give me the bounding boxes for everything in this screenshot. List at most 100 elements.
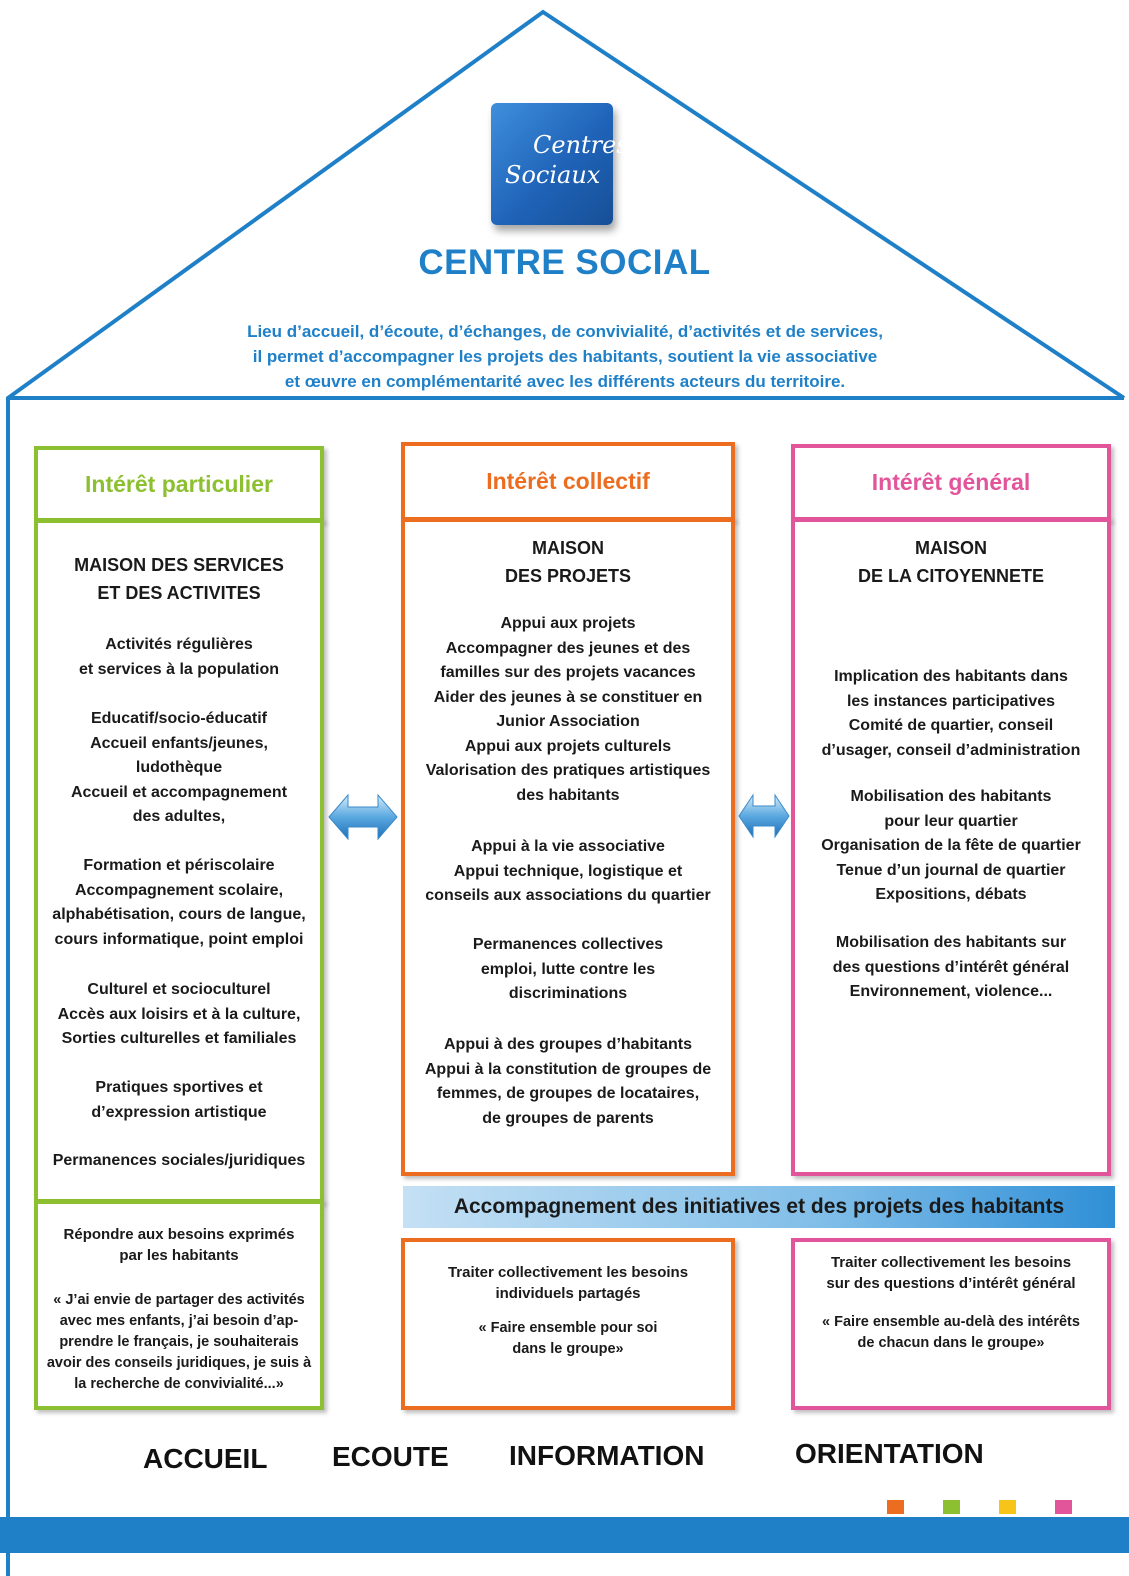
text-line: la recherche de convivialité...» — [74, 1376, 284, 1392]
text-line: Implication des habitants dans — [834, 668, 1068, 685]
text-line: Expositions, débats — [875, 886, 1027, 903]
text-line: Accès aux loisirs et à la culture, — [57, 1005, 301, 1023]
text-line: avoir des conseils juridiques, je suis à — [46, 1355, 312, 1371]
text-line: avec mes enfants, j’ai besoin d’ap- — [59, 1313, 299, 1329]
text-line: Traiter collectivement les besoins — [447, 1264, 689, 1281]
text-line: « Faire ensemble au-delà des intérêts — [822, 1314, 1080, 1330]
column-maison-citoyennete: MAISON DE LA CITOYENNETE Implication des… — [791, 518, 1111, 1176]
text-line: les instances participatives — [846, 692, 1056, 710]
text-line: ludothèque — [135, 759, 223, 776]
double-arrow-icon — [738, 793, 790, 839]
text-line: Appui à la vie associative — [471, 838, 665, 855]
text-line: par les habitants — [119, 1247, 239, 1264]
text-line: Accompagnement scolaire, — [74, 881, 284, 899]
column-title-line: DE LA CITOYENNETE — [857, 566, 1045, 586]
text-line: Aider des jeunes à se constituer en — [433, 688, 703, 706]
text-line: familles sur des projets vacances — [440, 664, 696, 681]
text-line: Pratiques sportives et — [95, 1079, 263, 1096]
text-line: Permanences collectives — [472, 936, 664, 953]
paragraph: Appui à la vie associative Appui techniq… — [405, 835, 731, 909]
logo-text-line1: Centres — [533, 131, 629, 159]
text-line: des adultes, — [132, 808, 226, 825]
text-line: prendre le français, je souhaiterais — [59, 1334, 299, 1350]
footer-bar — [0, 1517, 1129, 1553]
column-title-line: ET DES ACTIVITES — [97, 583, 261, 603]
quote: « Faire ensemble pour soi dans le groupe… — [405, 1318, 731, 1360]
text-line: Accueil enfants/jeunes, — [90, 734, 268, 752]
text-line: d’expression artistique — [91, 1103, 267, 1121]
band-label: Accompagnement des initiatives et des pr… — [453, 1195, 1065, 1218]
heading-interet-particulier: Intérêt particulier — [34, 446, 324, 522]
text-line: Traiter collectivement les besoins — [830, 1254, 1072, 1271]
text-line: de chacun dans le groupe» — [857, 1335, 1045, 1351]
paragraph: Mobilisation des habitants sur des quest… — [795, 931, 1107, 1005]
text-line: Valorisation des pratiques artistiques — [425, 762, 711, 779]
text-line: des habitants — [516, 786, 620, 804]
word-orientation: ORIENTATION — [795, 1438, 984, 1469]
bottom-box-general: Traiter collectivement les besoins sur d… — [791, 1238, 1111, 1410]
initiatives-band: Accompagnement des initiatives et des pr… — [403, 1186, 1115, 1228]
text-line: femmes, de groupes de locataires, — [436, 1085, 700, 1102]
paragraph: Mobilisation des habitants pour leur qua… — [795, 785, 1107, 908]
statement: Répondre aux besoins exprimés par les ha… — [38, 1224, 320, 1266]
word-accueil: ACCUEIL — [143, 1443, 268, 1474]
text-line: d’usager, conseil d’administration — [821, 741, 1081, 759]
text-line: Environnement, violence... — [849, 983, 1053, 1000]
centres-sociaux-logo: Centres Sociaux — [491, 103, 629, 225]
page-title: CENTRE SOCIAL — [418, 243, 711, 282]
text-line: Appui aux projets culturels — [464, 737, 672, 755]
text-line: Accueil et accompagnement — [70, 783, 288, 801]
text-line: Organisation de la fête de quartier — [821, 837, 1081, 854]
paragraph: Educatif/socio-éducatif Accueil enfants/… — [38, 707, 320, 830]
quote: « Faire ensemble au-delà des intérêts de… — [795, 1312, 1107, 1354]
text-line: des questions d’intérêt général — [832, 958, 1070, 976]
paragraph: Formation et périscolaire Accompagnement… — [38, 854, 320, 952]
column-title-line: DES PROJETS — [504, 566, 632, 586]
intro-text: Lieu d’accueil, d’écoute, d’échanges, de… — [180, 319, 950, 394]
paragraph: Appui à des groupes d’habitants Appui à … — [405, 1033, 731, 1131]
text-line: Mobilisation des habitants — [850, 788, 1052, 805]
text-line: Sorties culturelles et familiales — [61, 1030, 297, 1047]
text-line: Educatif/socio-éducatif — [90, 710, 268, 727]
paragraph: Pratiques sportives et d’expression arti… — [38, 1076, 320, 1125]
text-line: sur des questions d’intérêt général — [826, 1275, 1076, 1292]
color-square-green — [943, 1500, 960, 1514]
paragraph: Culturel et socioculturel Accès aux lois… — [38, 978, 320, 1052]
heading-label: Intérêt collectif — [486, 468, 650, 494]
text-line: dans le groupe» — [512, 1341, 624, 1357]
text-line: de groupes de parents — [482, 1109, 654, 1127]
text-line: Culturel et socioculturel — [87, 981, 271, 998]
text-line: discriminations — [508, 985, 628, 1002]
word-information: INFORMATION — [509, 1440, 705, 1471]
text-line: Activités régulières — [105, 636, 253, 653]
text-line: « Faire ensemble pour soi — [478, 1320, 658, 1336]
text-line: emploi, lutte contre les — [480, 960, 656, 978]
text-line: Appui à des groupes d’habitants — [443, 1036, 693, 1053]
text-line: et services à la population — [78, 660, 280, 678]
text-line: Appui technique, logistique et — [453, 862, 683, 880]
column-title: MAISON DES SERVICES ET DES ACTIVITES — [38, 551, 320, 607]
paragraph: Implication des habitants dans les insta… — [795, 665, 1107, 763]
heading-label: Intérêt général — [871, 469, 1031, 495]
paragraph: Activités régulières et services à la po… — [38, 633, 320, 682]
column-title: MAISON DES PROJETS — [405, 534, 731, 590]
column-title-line: MAISON — [532, 538, 604, 558]
heading-interet-collectif: Intérêt collectif — [401, 442, 735, 521]
intro-line: Lieu d’accueil, d’écoute, d’échanges, de… — [247, 322, 883, 341]
text-line: Permanences sociales/juridiques — [52, 1152, 306, 1169]
text-line: cours informatique, point emploi — [54, 930, 304, 948]
text-line: Appui aux projets — [500, 615, 636, 632]
text-line: Tenue d’un journal de quartier — [836, 861, 1066, 879]
heading-interet-general: Intérêt général — [791, 444, 1111, 521]
text-line: alphabétisation, cours de langue, — [52, 906, 306, 923]
text-line: Répondre aux besoins exprimés — [63, 1226, 295, 1243]
paragraph: Appui aux projets Accompagner des jeunes… — [405, 612, 731, 808]
quote: « J’ai envie de partager des activités a… — [38, 1290, 320, 1395]
column-maison-services: MAISON DES SERVICES ET DES ACTIVITES Act… — [34, 519, 324, 1203]
text-line: « J’ai envie de partager des activités — [53, 1292, 305, 1308]
intro-line: il permet d’accompagner les projets des … — [252, 347, 878, 366]
text-line: Mobilisation des habitants sur — [835, 934, 1067, 951]
double-arrow-icon — [328, 793, 398, 841]
text-line: Junior Association — [496, 713, 640, 730]
